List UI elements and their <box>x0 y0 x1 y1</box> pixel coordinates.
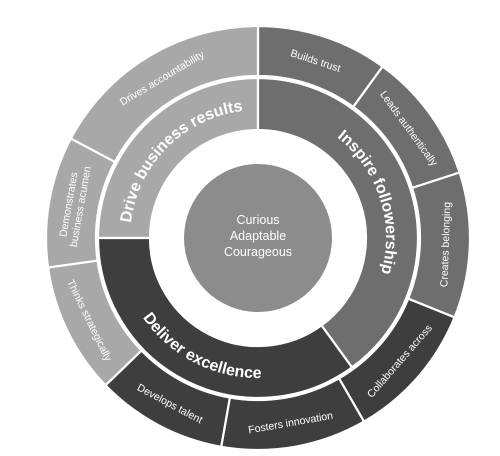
behavior-label-line: Creates belonging <box>438 202 453 288</box>
behavior-segment-drives-accountability <box>69 24 260 164</box>
core-line-adaptable: Adaptable <box>230 229 286 243</box>
pillar-segment-inspire-followership <box>256 76 420 369</box>
pillar-segment-deliver-excellence <box>96 236 354 400</box>
core-line-courageous: Courageous <box>224 245 292 259</box>
core-values: Curious Adaptable Courageous <box>184 164 332 312</box>
behavior-label-creates-belonging: Creates belonging <box>438 202 453 288</box>
core-line-curious: Curious <box>236 213 279 227</box>
core-circle <box>184 164 332 312</box>
